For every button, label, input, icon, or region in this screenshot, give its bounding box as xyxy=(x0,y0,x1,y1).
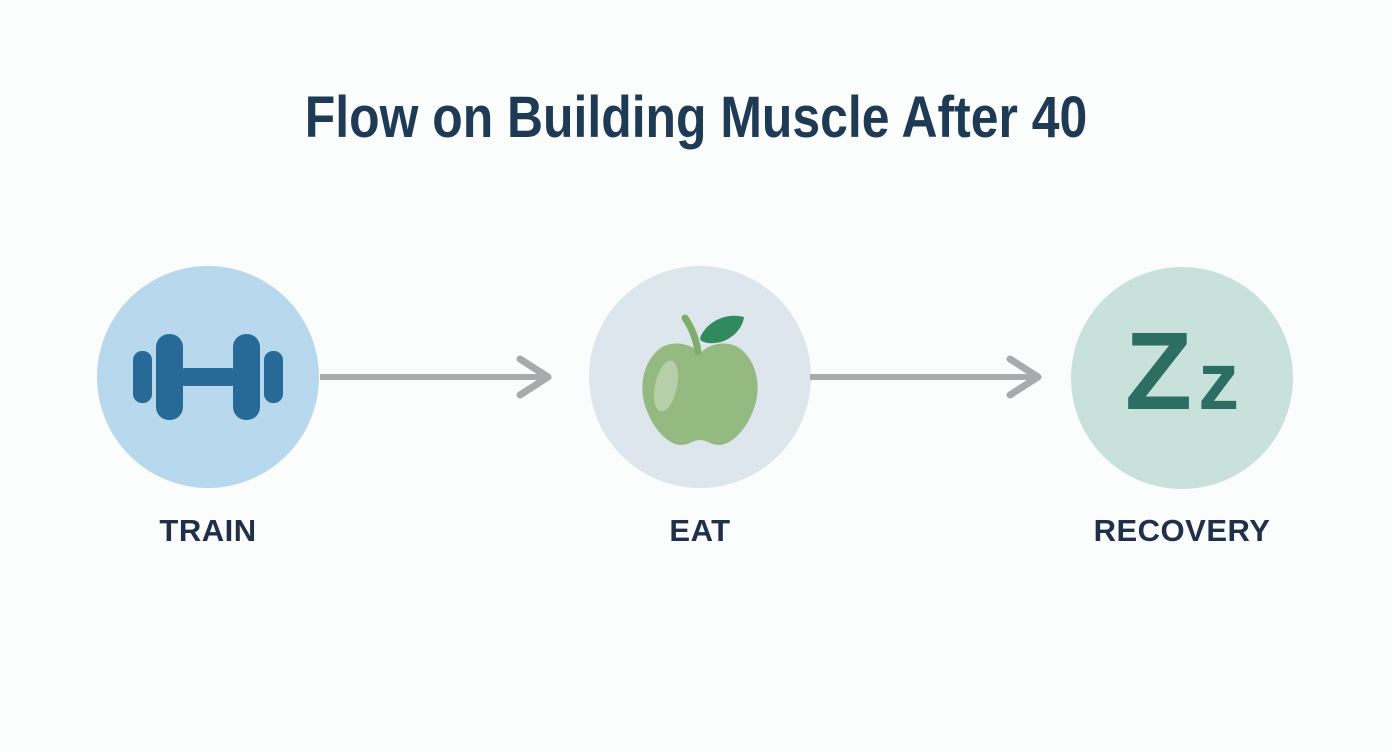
step-label-recovery: RECOVERY xyxy=(1093,513,1271,548)
apple-stem xyxy=(681,314,702,356)
step-label-eat: EAT xyxy=(669,513,731,548)
apple-leaf xyxy=(700,315,744,344)
apple-icon xyxy=(642,314,758,445)
recovery-step-circle: Zz xyxy=(1071,267,1293,489)
sleep-zz-icon: Zz xyxy=(1071,317,1293,427)
dumbbell-icon xyxy=(133,334,283,420)
sleep-z-small: z xyxy=(1198,336,1240,427)
page-title: Flow on Building Muscle After 40 xyxy=(304,85,1088,150)
sleep-z-large: Z xyxy=(1124,310,1193,433)
step-label-train: TRAIN xyxy=(159,513,257,548)
arrow-right-icon xyxy=(320,355,552,399)
apple-highlight xyxy=(653,360,679,412)
train-step-circle xyxy=(97,266,319,488)
eat-step-circle xyxy=(589,266,811,488)
arrow-right-icon xyxy=(810,355,1042,399)
